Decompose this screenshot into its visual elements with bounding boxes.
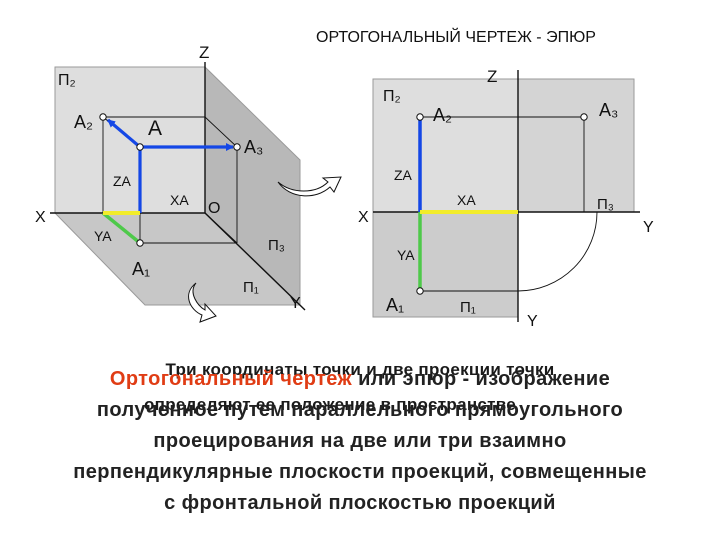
right-epure-diagram: Z П₂ A₂ A₃ ZA XA П₃ X Y YA A₁ П₁ Y — [358, 67, 654, 330]
right-plane-pi2 — [372, 78, 519, 213]
left-label-ya: YA — [94, 228, 112, 244]
left-label-z: Z — [199, 43, 209, 62]
left-label-pi3: П₃ — [268, 237, 285, 254]
left-point-a3 — [233, 143, 241, 151]
definition-term: Ортогональный чертеж — [109, 368, 353, 390]
right-label-z: Z — [487, 67, 497, 86]
definition-line-4: перпендикулярные плоскости проекций, сов… — [73, 461, 647, 483]
left-point-a1 — [136, 239, 144, 247]
rotate-right-icon — [277, 176, 342, 197]
rotate-down-icon — [188, 282, 217, 323]
left-label-y: Y — [290, 295, 301, 312]
right-label-a1: A₁ — [386, 295, 404, 315]
right-point-a1 — [416, 287, 424, 295]
right-label-y-right: Y — [643, 219, 654, 236]
left-label-pi1: П₁ — [243, 279, 259, 296]
overlap-caption-line-1: Три координаты точки и две проекции точк… — [165, 360, 555, 379]
page-title: ОРТОГОНАЛЬНЫЙ ЧЕРТЕЖ - ЭПЮР — [316, 27, 596, 46]
right-point-a3 — [580, 113, 588, 121]
right-link-lines — [420, 116, 598, 292]
right-label-pi3: П₃ — [597, 196, 614, 213]
left-label-za: ZA — [113, 173, 132, 189]
right-label-x: X — [358, 209, 369, 226]
definition-line-5: с фронтальной плоскостью проекций — [164, 492, 556, 514]
right-plane-pi3 — [517, 78, 635, 213]
right-label-pi2: П₂ — [383, 88, 401, 105]
right-label-y-bottom: Y — [527, 313, 538, 330]
right-label-ya: YA — [397, 247, 415, 263]
definition-line-1-rest: или эпюр - изображение — [352, 368, 611, 390]
overlap-caption-line-2: определяют ее положение в пространстве — [143, 395, 517, 414]
left-point-a2 — [99, 113, 107, 121]
definition-line-3: проецирования на две или три взаимно — [153, 430, 567, 452]
left-arrow-to-a2 — [106, 118, 142, 149]
left-label-pi2: П₂ — [58, 72, 76, 89]
left-label-a1: A₁ — [132, 259, 150, 279]
left-label-a3: A₃ — [244, 137, 263, 157]
left-label-a2: A₂ — [74, 112, 93, 132]
right-label-za: ZA — [394, 167, 413, 183]
definition-line-1: Ортогональный чертеж или эпюр - изображе… — [20, 364, 700, 395]
right-label-pi1: П₁ — [460, 299, 476, 316]
left-label-origin: O — [208, 200, 220, 217]
left-label-x: X — [35, 209, 46, 226]
left-segment-ya — [101, 211, 142, 245]
right-label-a3: A₃ — [599, 100, 618, 120]
right-label-a2: A₂ — [433, 105, 452, 125]
definition-line-2: полученное путем параллельного прямоугол… — [96, 399, 624, 421]
definition-paragraph: Ортогональный чертеж или эпюр - изображе… — [20, 364, 700, 519]
left-point-a — [136, 143, 144, 151]
left-label-xa: XA — [170, 192, 189, 208]
left-3d-diagram: Z П₂ A₂ A A₃ ZA XA O X YA П₃ A₁ П₁ Y — [35, 43, 306, 323]
right-point-a2 — [416, 113, 424, 121]
left-label-a: A — [148, 117, 162, 140]
right-label-xa: XA — [457, 192, 476, 208]
